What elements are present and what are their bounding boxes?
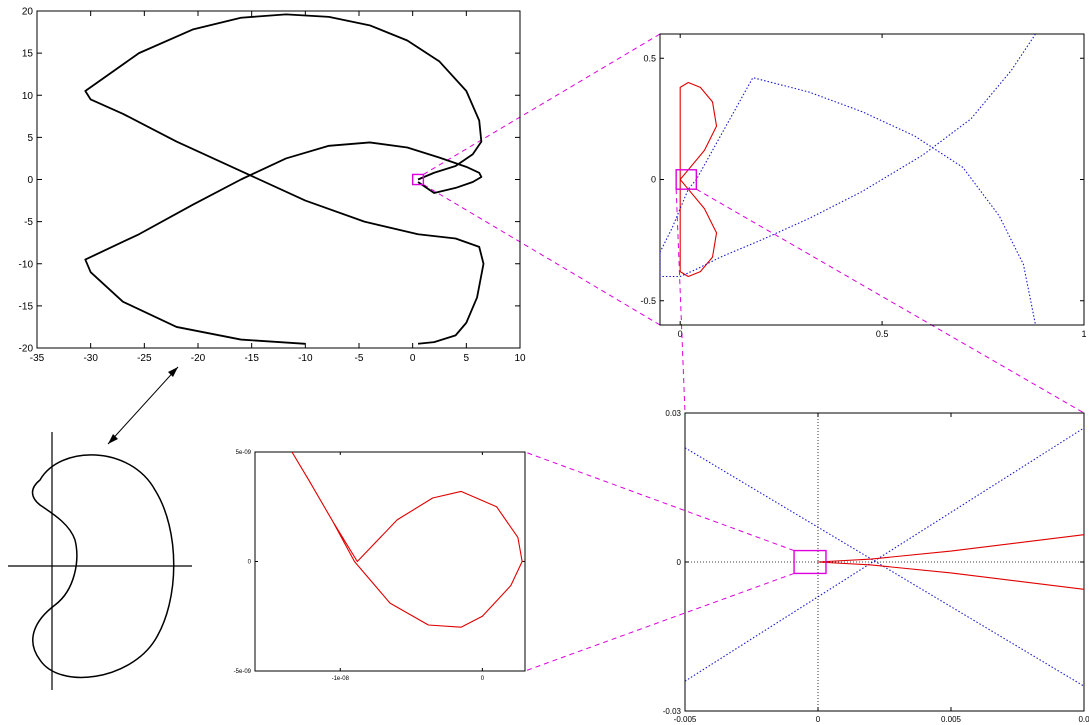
- chart-zoom3: -1e-08 0 -5e-09 0 5e-09: [234, 450, 526, 682]
- series-group: [685, 413, 1084, 711]
- x-tick-label: -25: [137, 353, 152, 364]
- series-line-red-3: [817, 561, 1084, 590]
- series-group: [660, 34, 1037, 325]
- chart-zoom2: -0.005 0 0.005 0.0 -0.03 0 0.03: [663, 409, 1089, 724]
- connector-zoom2-bottom: [524, 572, 795, 672]
- series-line-black-0: [84, 13, 485, 345]
- series-line-blue-1: [685, 427, 1084, 682]
- x-tick-label: 0.0: [1078, 715, 1089, 724]
- series-line-blue-1: [660, 34, 1037, 325]
- series-line-black-1: [84, 141, 483, 345]
- x-tick-label: -0.005: [674, 715, 697, 724]
- arrow-head-bottom: [108, 434, 118, 444]
- y-tick-label: 10: [22, 91, 34, 102]
- connector-zoom1-right: [696, 188, 1085, 414]
- y-tick-label: -0.03: [663, 707, 682, 716]
- plot-frame: [254, 451, 526, 672]
- x-tick-label: 0: [678, 329, 683, 339]
- x-tick-label: 0.5: [876, 329, 889, 339]
- kidney-sketch: [8, 366, 192, 690]
- series-line-red-0: [679, 81, 718, 278]
- y-tick-label: 20: [22, 7, 34, 18]
- connector-main-top: [423, 33, 661, 175]
- x-tick-label: 1: [1081, 329, 1086, 339]
- x-tick-label: 0.005: [941, 715, 962, 724]
- x-tick-label: 0: [481, 676, 485, 682]
- x-tick-label: -10: [298, 353, 313, 364]
- y-tick-label: 0.5: [643, 53, 656, 63]
- kidney-curve: [31, 454, 175, 679]
- y-tick-label: -0.5: [640, 296, 656, 306]
- connector-main-bottom: [423, 184, 661, 326]
- double-arrow-line: [107, 366, 179, 445]
- y-tick-label: -15: [19, 301, 34, 312]
- x-tick-label: -20: [191, 353, 206, 364]
- chart-zoom1: 0 0.5 1 -0.5 0 0.5: [640, 33, 1087, 339]
- y-tick-label: 0: [248, 560, 252, 566]
- x-tick-label: 5: [464, 353, 470, 364]
- series-line-red-2: [817, 534, 1084, 563]
- x-tick-label: -30: [83, 353, 98, 364]
- zoom-box: [675, 169, 698, 190]
- x-tick-label: 10: [514, 353, 526, 364]
- series-line-blue-0: [685, 447, 1084, 687]
- y-tick-label: 0: [27, 175, 33, 186]
- y-tick-label: 0: [651, 175, 656, 185]
- series-line-red-0: [291, 452, 523, 628]
- x-tick-label: 0: [410, 353, 416, 364]
- arrow-head-top: [168, 367, 178, 377]
- y-tick-label: 0.03: [665, 409, 681, 418]
- series-group: [291, 452, 523, 628]
- connector-zoom1-left: [675, 189, 686, 414]
- zoom-box: [793, 549, 827, 575]
- plot-frame: [36, 10, 521, 349]
- connector-zoom2-top: [524, 451, 795, 552]
- y-tick-label: -5: [24, 217, 33, 228]
- zoom-box: [411, 173, 425, 186]
- chart-main: -35 -30 -25 -20 -15 -10 -5 0 5 10 -20 -15 -10 -5 0 5 10 1…: [19, 7, 526, 365]
- series-group: [84, 13, 485, 345]
- x-tick-label: -15: [244, 353, 259, 364]
- x-tick-label: -35: [30, 353, 45, 364]
- plot-frame: [659, 33, 1085, 326]
- y-tick-label: -10: [19, 259, 34, 270]
- x-tick-label: 0: [816, 715, 821, 724]
- y-tick-label: -20: [19, 344, 34, 355]
- y-tick-label: 15: [22, 49, 34, 60]
- x-tick-label: -1e-08: [332, 676, 350, 682]
- y-tick-label: 5e-09: [236, 450, 252, 456]
- y-tick-label: 0: [677, 558, 682, 567]
- zoom-connectors: [423, 33, 1085, 672]
- y-tick-label: -5e-09: [234, 669, 252, 675]
- x-tick-label: -5: [355, 353, 364, 364]
- y-tick-label: 5: [27, 133, 33, 144]
